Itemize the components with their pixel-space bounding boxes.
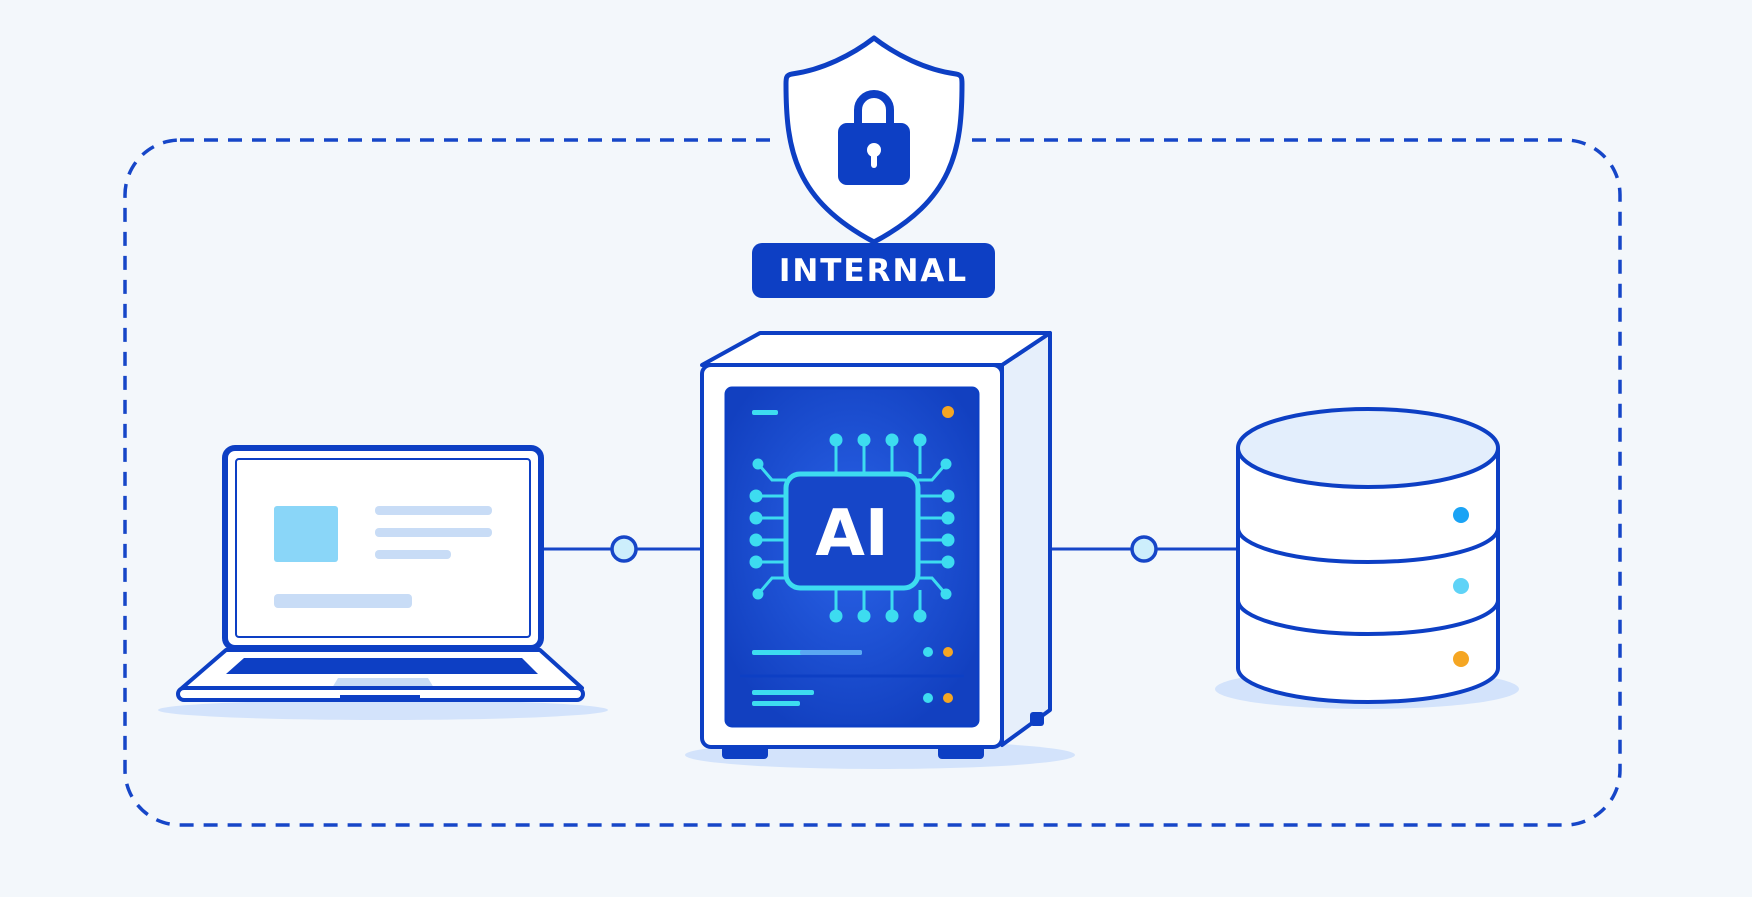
- ai-chip-label: AI: [815, 497, 888, 571]
- laptop-screen-image: [274, 506, 338, 562]
- database-status-dot: [1453, 578, 1469, 594]
- connector-node-icon: [1130, 535, 1158, 563]
- internal-badge: INTERNAL: [752, 243, 995, 298]
- connection-server-database: [1050, 535, 1240, 563]
- shield-lock-icon: [783, 35, 965, 245]
- database-icon: [1215, 407, 1519, 709]
- connection-laptop-server: [540, 535, 705, 563]
- laptop-icon: [158, 445, 608, 720]
- internal-badge-label: INTERNAL: [779, 253, 968, 289]
- database-status-dot: [1453, 507, 1469, 523]
- ai-server-icon: AI: [685, 331, 1075, 769]
- connector-node-icon: [610, 535, 638, 563]
- database-status-dot: [1453, 651, 1469, 667]
- ai-chip: [783, 471, 921, 591]
- internal-boundary: [123, 138, 1622, 827]
